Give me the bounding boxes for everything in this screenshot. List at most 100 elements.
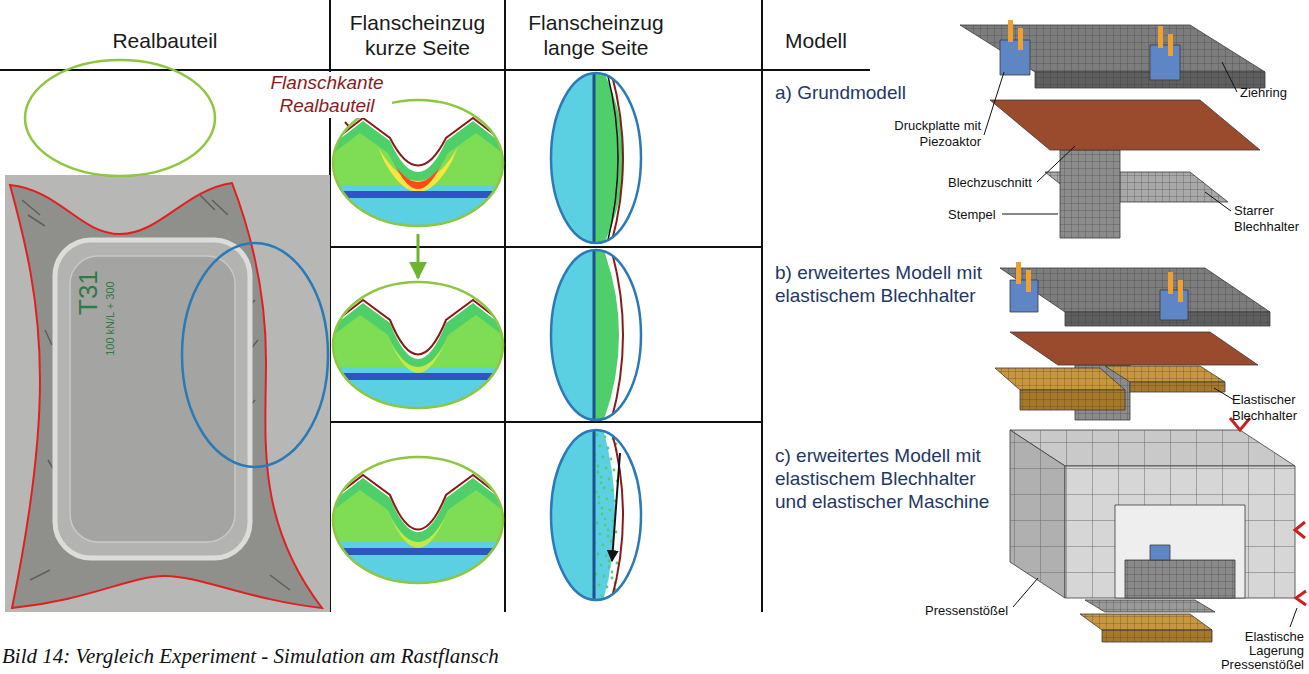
table-rule bbox=[330, 421, 762, 423]
model-title: b) erweitertes Modell mit elastischem Bl… bbox=[775, 262, 990, 308]
elastic-blank-holder bbox=[1080, 614, 1212, 630]
die-edge bbox=[593, 68, 596, 248]
wrinkle bbox=[30, 570, 50, 580]
column-header: Flanscheinzug kurze Seite bbox=[330, 10, 505, 60]
part-label: Druckplatte mit Piezoaktor bbox=[893, 118, 981, 149]
die-region bbox=[546, 245, 594, 425]
stress-peak bbox=[390, 157, 446, 189]
wrinkle bbox=[45, 330, 52, 345]
speckle bbox=[601, 513, 604, 516]
die-region bbox=[328, 185, 508, 235]
press-ram-front-mesh bbox=[1065, 466, 1295, 598]
speckle bbox=[613, 469, 616, 472]
speckle bbox=[610, 540, 613, 543]
contour-clip bbox=[546, 68, 646, 248]
detail-ellipse bbox=[333, 100, 503, 226]
leader-line bbox=[984, 72, 1004, 135]
detail-ellipse bbox=[551, 250, 641, 420]
trend-arrow bbox=[612, 453, 620, 561]
flange-region bbox=[594, 425, 615, 605]
photo-ground bbox=[5, 175, 330, 612]
speckle bbox=[597, 471, 600, 474]
speckle bbox=[604, 524, 607, 527]
column-header: Modell bbox=[762, 28, 870, 53]
speckle bbox=[609, 509, 612, 512]
detail-ellipse bbox=[551, 430, 641, 600]
model-title: a) Grundmodell bbox=[775, 82, 975, 105]
flange-region bbox=[328, 121, 508, 193]
figure-caption: Bild 14: Vergleich Experiment - Simulati… bbox=[2, 644, 499, 669]
elastic-blank-holder-mesh bbox=[1020, 390, 1125, 410]
punch bbox=[1060, 150, 1120, 238]
speckle bbox=[604, 518, 607, 521]
draw-ring bbox=[1000, 268, 1270, 312]
pressure-plate bbox=[1010, 280, 1038, 312]
speckle bbox=[597, 465, 600, 468]
part-label: Pressenstößel bbox=[925, 603, 1008, 619]
contour-clip bbox=[328, 275, 508, 417]
speckle bbox=[600, 476, 603, 479]
leader-line bbox=[1214, 388, 1234, 400]
piezo-actuator bbox=[1178, 280, 1183, 302]
contour-clip bbox=[328, 450, 508, 592]
die-region bbox=[328, 542, 508, 592]
flange-band bbox=[328, 490, 508, 544]
speckle bbox=[601, 595, 604, 598]
pressure-plate bbox=[1000, 40, 1030, 75]
highlight-ellipse bbox=[182, 243, 328, 467]
column-header: Realbauteil bbox=[0, 28, 330, 53]
part-floor bbox=[70, 256, 235, 542]
speckle bbox=[611, 489, 614, 492]
leader-line bbox=[1002, 214, 1058, 215]
elastic-blank-holder bbox=[1020, 390, 1125, 410]
piezo-actuator bbox=[1158, 26, 1163, 48]
pressure-plate bbox=[1160, 290, 1188, 320]
speckle bbox=[608, 566, 611, 569]
speckle bbox=[602, 544, 605, 547]
part-label: Blechzuschnitt bbox=[948, 175, 1032, 191]
part-label: Starrer Blechhalter bbox=[1234, 203, 1306, 234]
piezo-actuator bbox=[1016, 262, 1021, 284]
contour-plot bbox=[546, 68, 646, 248]
tool-set bbox=[1125, 560, 1235, 598]
pressure-plate bbox=[1150, 45, 1180, 80]
sheet-blank bbox=[990, 100, 1260, 150]
elastic-support-mark bbox=[1296, 591, 1306, 605]
die-edge bbox=[328, 373, 508, 380]
wrinkle bbox=[200, 195, 215, 210]
table-rule bbox=[0, 69, 870, 71]
flange-region bbox=[594, 68, 624, 248]
contour-plot bbox=[328, 450, 508, 592]
real-flange-edge bbox=[610, 425, 623, 605]
real-flange-edge bbox=[328, 300, 508, 355]
table-rule bbox=[504, 0, 506, 612]
press-ram-side bbox=[1010, 430, 1065, 598]
speckle bbox=[605, 467, 608, 470]
part-photo bbox=[5, 175, 330, 612]
sheet-blank bbox=[1010, 332, 1258, 365]
die-edge bbox=[593, 425, 596, 605]
elastic-blank-holder-mesh bbox=[1105, 366, 1225, 382]
tool-plate bbox=[1085, 600, 1215, 612]
speckle bbox=[603, 487, 606, 490]
die-region bbox=[328, 367, 508, 417]
speckle bbox=[616, 562, 619, 565]
elastic-support-mark bbox=[1295, 522, 1305, 538]
piezo-actuator bbox=[1026, 270, 1031, 292]
tool-plate-mesh bbox=[1085, 600, 1215, 612]
wrinkle bbox=[28, 215, 45, 226]
leader-line bbox=[1222, 62, 1237, 92]
part-label: Elastischer Blechhalter bbox=[1232, 392, 1307, 423]
column-header: Flanscheinzug lange Seite bbox=[506, 10, 686, 60]
speckle bbox=[598, 502, 601, 505]
plot-ground bbox=[546, 425, 646, 605]
speckle bbox=[611, 571, 614, 574]
speckle bbox=[608, 478, 611, 481]
speckle bbox=[601, 507, 604, 510]
contour-plot bbox=[546, 425, 646, 605]
elastic-blank-holder-mesh bbox=[1102, 630, 1212, 642]
detail-ellipse bbox=[551, 73, 641, 243]
leader-line bbox=[1205, 192, 1231, 211]
